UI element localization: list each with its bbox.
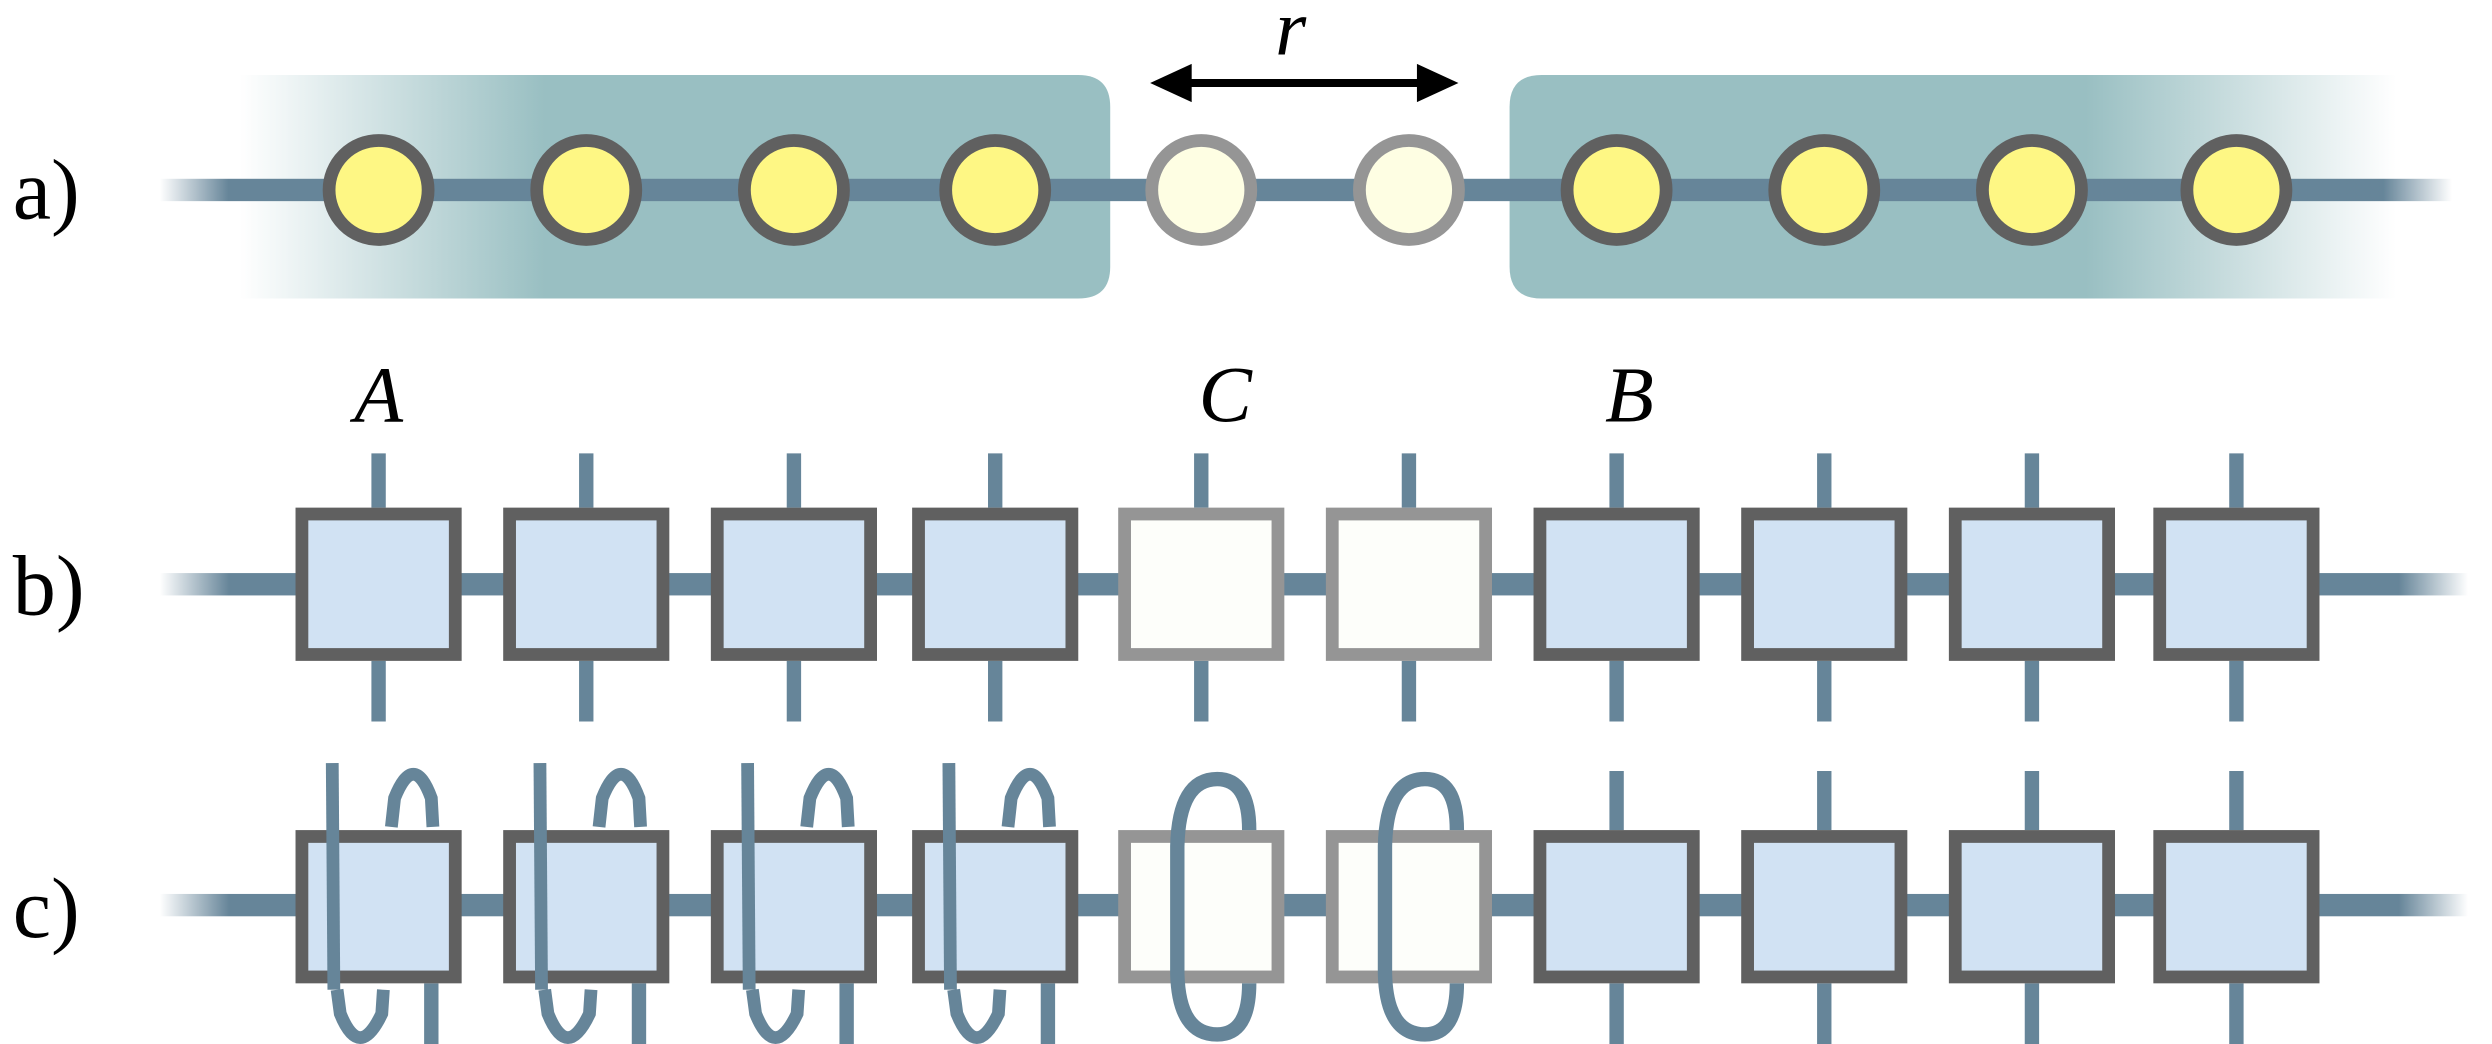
contraction-loop (1170, 771, 1257, 1042)
site-circle-b (2180, 134, 2293, 246)
tensor-a (295, 507, 462, 661)
distance-arrow (1150, 63, 1459, 103)
traced-leg (325, 763, 341, 990)
tensor-b (1533, 830, 1700, 984)
tensor-a (912, 830, 1079, 984)
tensor-a (710, 507, 877, 661)
loop-top (1001, 768, 1056, 828)
region-label-c: C (1199, 351, 1253, 439)
traced-leg (533, 763, 548, 990)
loop-bottom (947, 988, 1007, 1044)
tensor-c (1118, 507, 1285, 661)
site-circle-a (530, 134, 643, 246)
tensor-b (1948, 830, 2116, 984)
traced-leg (942, 763, 957, 990)
loop-bottom (538, 988, 598, 1044)
tensor-b (1533, 507, 1700, 661)
tensor-a (503, 507, 670, 661)
loop-bottom (330, 988, 390, 1044)
tensor-b (1741, 830, 1908, 984)
site-circle-a (939, 134, 1052, 246)
tensor-a (912, 507, 1079, 661)
tensor-b (1741, 507, 1908, 661)
loop-top (592, 768, 647, 828)
tensor-a (295, 830, 462, 984)
panel-label-b: b) (13, 538, 85, 634)
tensor-c (1325, 507, 1493, 661)
traced-leg (741, 763, 756, 990)
panel-a: a) r A C B (13, 0, 2453, 439)
tensor-c (1325, 830, 1493, 984)
loop-top (800, 768, 855, 828)
tensor-b (2153, 507, 2320, 661)
tensor-a (503, 830, 670, 984)
site-circle-b (1976, 134, 2088, 246)
contraction-loop (1377, 771, 1465, 1042)
site-circle-b (1560, 134, 1673, 246)
distance-label: r (1275, 0, 1307, 72)
panel-c: c) (13, 763, 2469, 1044)
tensor-c (1118, 830, 1285, 984)
site-circle-a (322, 134, 435, 246)
bond-line-a (159, 178, 2453, 202)
panel-label-a: a) (13, 142, 80, 238)
site-circle-c (1145, 134, 1258, 246)
panel-b: b) (13, 453, 2469, 722)
tensor-b (1948, 507, 2116, 661)
tensor-a (710, 830, 877, 984)
site-circle-a (738, 134, 850, 246)
panel-label-c: c) (13, 860, 80, 956)
loop-top (385, 768, 440, 828)
site-circle-b (1768, 134, 1881, 246)
region-label-a: A (349, 351, 404, 439)
tensor-b (2153, 830, 2320, 984)
loop-bottom (746, 988, 806, 1044)
region-label-b: B (1605, 351, 1654, 439)
site-circle-c (1353, 134, 1465, 246)
